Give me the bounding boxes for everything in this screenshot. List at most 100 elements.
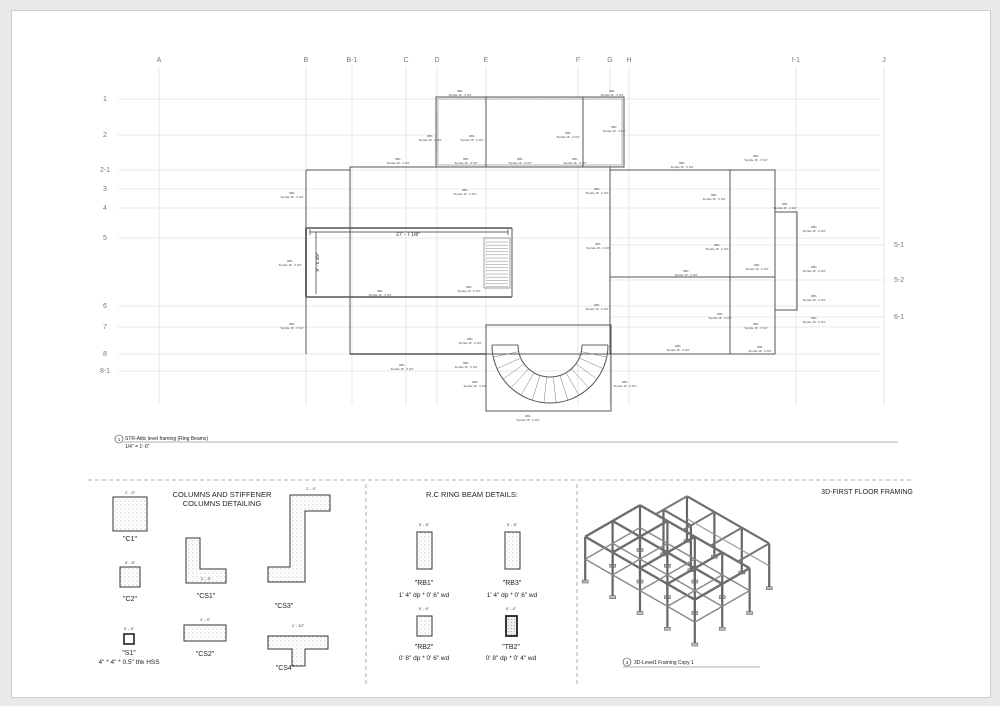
beam-note: Top Ele 16' - 0 3/4": [674, 273, 697, 277]
column-cs2-label: "CS2": [196, 651, 215, 658]
beam-note: Top Ele 16' - 0 3/4": [702, 197, 725, 201]
beam-note: Top Ele 16' - 0 3/4": [458, 341, 481, 345]
beam-tag: RB1: [683, 269, 689, 273]
beams-title: R.C RING BEAM DETAILS:: [426, 490, 518, 499]
grid-row-label: 5-1: [894, 242, 904, 249]
column-c2-dim: 0' - 8": [125, 560, 136, 565]
column-c1-label: "C1": [123, 536, 137, 543]
beam-tag: RB1: [717, 312, 723, 316]
grid-row-label: 4: [103, 205, 107, 212]
beam-tag: RB1: [594, 303, 600, 307]
beam-tag: RB1: [395, 157, 401, 161]
beam-tag: RB1: [622, 380, 628, 384]
beam-tb2-dim: 0' - 4": [506, 606, 517, 611]
ring-beam-panel: R.C RING BEAM DETAILS: 0' - 6" "RB1" 1' …: [399, 490, 538, 662]
beam-tag: RB1: [811, 225, 817, 229]
beam-note: Top Ele 16' - 0 3/4": [386, 161, 409, 165]
beam-note: Top Ele 16' - 0 3/4": [460, 138, 483, 142]
column-cs4-label: "CS4": [276, 665, 295, 672]
grid-column-label: A: [157, 57, 162, 64]
beam-tag: RB1: [572, 157, 578, 161]
beam-note: Top Ele 16' - 0 3/4": [773, 206, 796, 210]
view-title-plan: 1 STR-Attic level framing (Ring Beams) 1…: [114, 434, 898, 450]
beam-note: Top Ele 16' - 0 3/4": [516, 418, 539, 422]
grid-row-label: 6-1: [894, 314, 904, 321]
beam-note: Top Ele 16' - 0 3/4": [602, 129, 625, 133]
beam-tag: RB1: [289, 322, 295, 326]
columns-title-2: COLUMNS DETAILING: [183, 499, 262, 508]
beam-note: Top Ele 16' - 0 3/4": [802, 320, 825, 324]
beam-note: Top Ele 16' - 0 3/4": [613, 384, 636, 388]
beam-note: Top Ele 16' - 0 3/4": [448, 93, 471, 97]
beam-note: Top Ele 16' - 0 3/4": [708, 316, 731, 320]
columns-detail-panel: COLUMNS AND STIFFENER COLUMNS DETAILING …: [98, 486, 331, 672]
beam-tag: RB1: [594, 187, 600, 191]
grid-row-label: 2-1: [100, 167, 110, 174]
beam-tag: RB1: [463, 157, 469, 161]
framing-3d-panel: 3D-FIRST FLOOR FRAMING 3 3D-Level1 Frami…: [581, 489, 913, 668]
beam-note: Top Ele 16' - 0 3/4": [802, 229, 825, 233]
grid-row-label: 3: [103, 186, 107, 193]
beam-tag: RB1: [595, 242, 601, 246]
column-c1-section: [112, 496, 148, 532]
column-cs1-section: [185, 537, 227, 584]
beam-tag: RB1: [753, 322, 759, 326]
beam-tag: RB1: [427, 134, 433, 138]
grid-row-label: 8-1: [100, 368, 110, 375]
column-s1-spec: 4" * 4" * 0.5" thk HSS: [98, 659, 160, 666]
beam-note: Top Ele 16' - 0 3/4": [368, 293, 391, 297]
beam-rb2-spec: 0' 8" dp * 0' 6" wd: [399, 655, 450, 662]
beam-tag: RB1: [463, 361, 469, 365]
column-cs3-label: "CS3": [275, 603, 294, 610]
beam-tb2-label: "TB2": [502, 644, 520, 651]
beam-note: Top Ele 16' - 0 3/4": [802, 298, 825, 302]
dimension-width: 27' - 7 1/8": [309, 229, 509, 238]
grid-column-label: E: [484, 57, 489, 64]
beam-note: Top Ele 16' - 0 3/4": [748, 349, 771, 353]
beam-rb3-section: [504, 531, 521, 570]
grid-row-label: 7: [103, 324, 107, 331]
beam-rb3-spec: 1' 4" dp * 0' 6" wd: [487, 592, 538, 599]
beam-note: Top Ele 16' - 0 3/4": [705, 247, 728, 251]
column-cs4-section: [267, 635, 329, 667]
beam-rb3-label: "RB3": [503, 580, 522, 587]
grid-column-label: G: [607, 57, 612, 64]
columns-title-1: COLUMNS AND STIFFENER: [173, 490, 272, 499]
dim-width-text: 27' - 7 1/8": [396, 232, 420, 238]
beam-tag: RB1: [525, 414, 531, 418]
beam-note: Top Ele 16' - 0 3/4": [744, 158, 767, 162]
beam-note: Top Ele 16' - 0 3/4": [585, 191, 608, 195]
beam-note: Top Ele 16' - 0 3/4": [453, 192, 476, 196]
panel-dividers: [88, 479, 912, 684]
beam-note: Top Ele 16' - 0 3/4": [278, 263, 301, 267]
beam-tag: RB1: [472, 380, 478, 384]
beam-note: Top Ele 16' - 0 3/4": [454, 365, 477, 369]
beam-tag: RB1: [675, 344, 681, 348]
beam-tag: RB1: [466, 285, 472, 289]
grid-row-label: 1: [103, 96, 107, 103]
beam-tag: RB1: [757, 345, 763, 349]
beam-tag: RB1: [782, 202, 788, 206]
beam-note: Top Ele 16' - 0 3/4": [666, 348, 689, 352]
grid-column-label: H: [626, 57, 631, 64]
column-s1-section: [123, 633, 135, 645]
beam-note: Top Ele 16' - 0 3/4": [454, 161, 477, 165]
beam-rb1-section: [416, 531, 433, 570]
beam-note: Top Ele 16' - 0 3/4": [563, 161, 586, 165]
beam-rb1-dim: 0' - 6": [419, 522, 430, 527]
beam-tag: RB1: [611, 125, 617, 129]
beam-tag: RB1: [811, 316, 817, 320]
grid-column-label: B: [304, 57, 309, 64]
beam-note: Top Ele 16' - 0 3/4": [586, 246, 609, 250]
beam-note: Top Ele 16' - 0 3/4": [745, 267, 768, 271]
beam-rb1-label: "RB1": [415, 580, 434, 587]
beam-rb1-spec: 1' 4" dp * 0' 6" wd: [399, 592, 450, 599]
beam-rb2-label: "RB2": [415, 644, 434, 651]
column-c2-label: "C2": [123, 596, 137, 603]
dimension-height: 8' - 5 3/8": [315, 232, 320, 294]
grid-column-label: F: [576, 57, 580, 64]
beam-tag: RB1: [289, 191, 295, 195]
beam-rb2-dim: 0' - 6": [419, 606, 430, 611]
view-number: 1: [118, 437, 121, 442]
beam-tb2-spec: 0' 8" dp * 0' 4" wd: [486, 655, 537, 662]
